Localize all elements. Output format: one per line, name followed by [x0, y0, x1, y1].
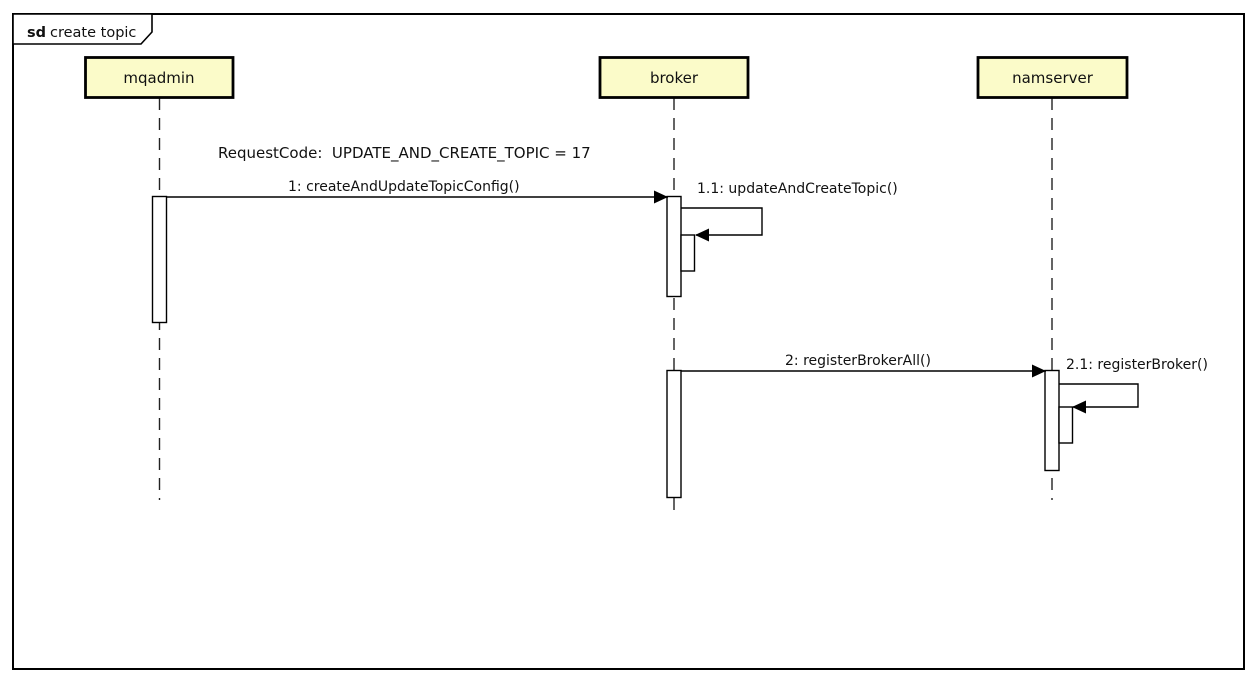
message-line-1-1 [681, 207, 763, 236]
arrowhead-left-icon [695, 228, 709, 242]
arrowhead-right-icon [654, 190, 668, 204]
frame-title: create topic [50, 25, 136, 41]
diagram-frame-border [12, 13, 1245, 670]
participant-label-mqadmin: mqadmin [123, 69, 194, 87]
arrowhead-right-icon [1032, 364, 1046, 378]
activation-broker-1 [666, 195, 682, 298]
participant-box-broker [598, 56, 750, 99]
message-label-1-1: 1.1: updateAndCreateTopic() [697, 181, 898, 197]
arrowhead-left-icon [1072, 400, 1086, 414]
participant-box-namserver [976, 56, 1129, 99]
frame-label-pentagon [12, 13, 153, 45]
message-label-2: 2: registerBrokerAll() [785, 353, 931, 369]
request-code-note: RequestCode: UPDATE_AND_CREATE_TOPIC = 1… [218, 144, 591, 163]
message-label-1: 1: createAndUpdateTopicConfig() [288, 179, 520, 195]
activation-mqadmin-1 [151, 195, 168, 324]
participant-box-mqadmin [84, 56, 235, 99]
participant-label-broker: broker [650, 69, 699, 87]
participant-label-namserver: namserver [1012, 69, 1094, 87]
message-line-2-1 [1059, 383, 1139, 408]
activation-namserver-1 [1044, 369, 1060, 472]
frame-keyword: sd [27, 25, 46, 41]
activation-namserver-1-nested [1058, 406, 1074, 444]
message-label-2-1: 2.1: registerBroker() [1066, 357, 1208, 373]
activation-broker-2 [666, 369, 682, 499]
activation-broker-1-nested [680, 234, 696, 272]
